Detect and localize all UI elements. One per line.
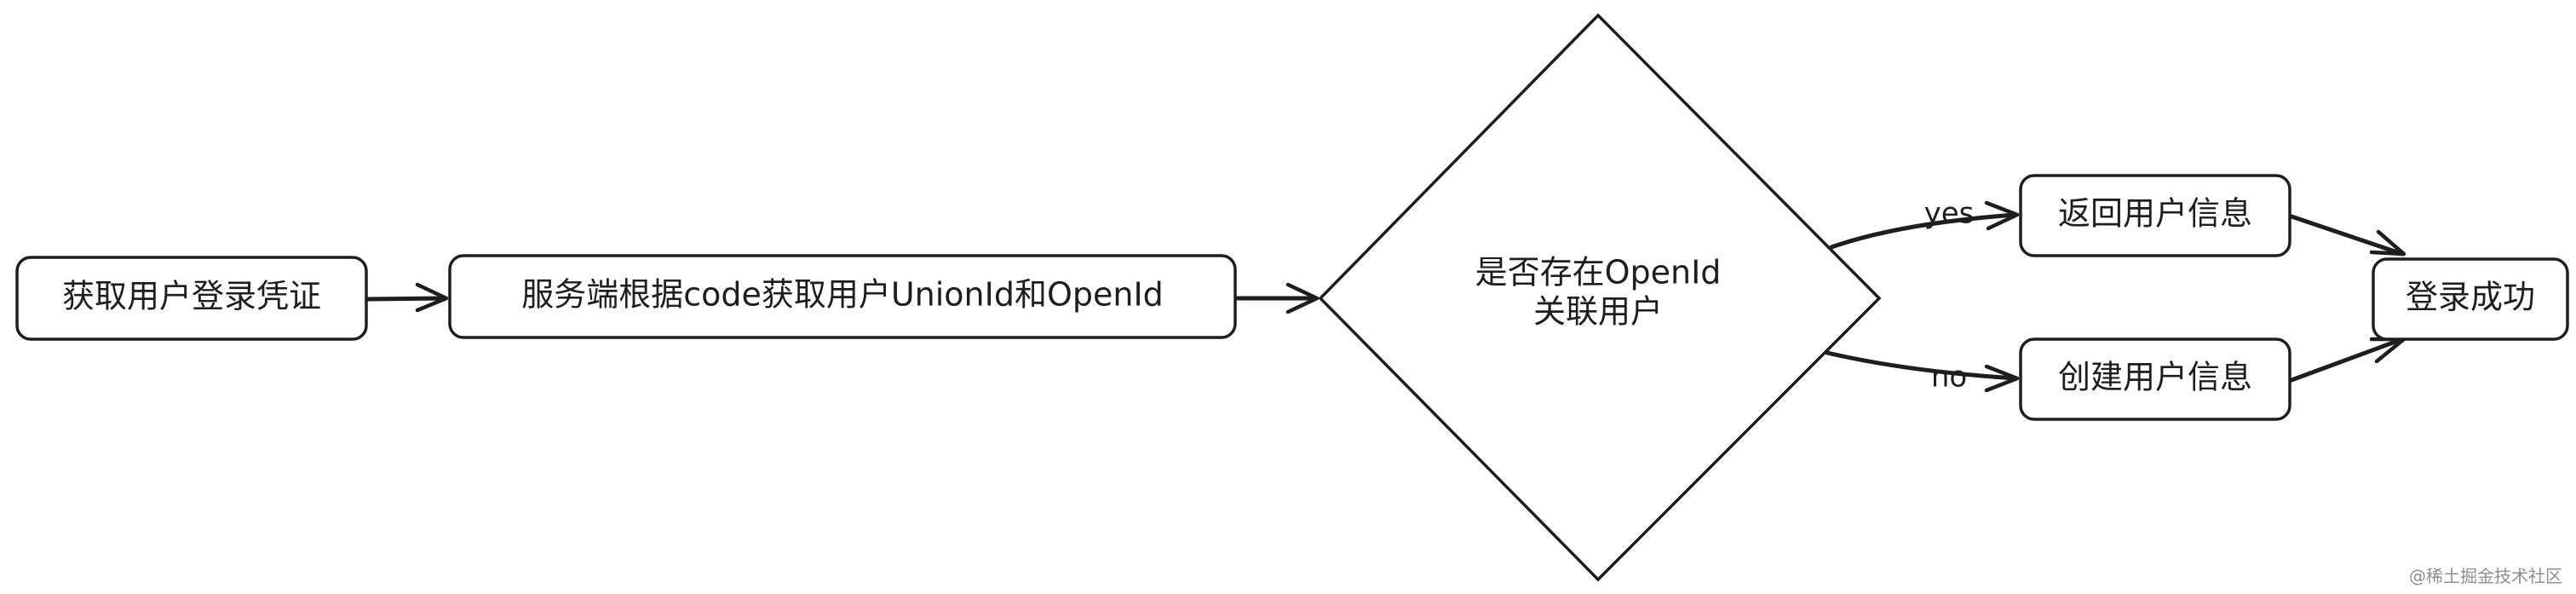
node-login-success-label: 登录成功 [2406, 279, 2535, 316]
arrow-no: no [1825, 350, 2020, 395]
edge-label-yes: yes [1924, 197, 1975, 231]
node-login-success: 登录成功 [2372, 257, 2569, 341]
node-get-credential: 获取用户登录凭证 [15, 256, 368, 341]
node-create-user-label: 创建用户信息 [2058, 359, 2252, 396]
arrow-return-to-success [2289, 214, 2406, 257]
arrow-credential-to-server [365, 282, 449, 313]
arrow-server-to-decision [1234, 282, 1320, 314]
node-return-user: 返回用户信息 [2019, 174, 2291, 257]
node-server-fetch-label: 服务端根据code获取用户UnionId和OpenId [521, 276, 1164, 314]
node-create-user: 创建用户信息 [2019, 337, 2291, 421]
arrow-yes: yes [1829, 197, 2020, 250]
arrow-create-to-success [2289, 337, 2406, 383]
edge-label-no: no [1931, 360, 1967, 395]
node-return-user-label: 返回用户信息 [2058, 195, 2252, 233]
node-server-fetch: 服务端根据code获取用户UnionId和OpenId [448, 254, 1237, 339]
decision-openid-linked: 是否存在OpenId 关联用户 [1318, 13, 1882, 582]
decision-label-line1: 是否存在OpenId [1475, 254, 1722, 291]
watermark: @稀土掘金技术社区 [2409, 566, 2562, 586]
decision-label-line2: 关联用户 [1533, 293, 1663, 331]
node-get-credential-label: 获取用户登录凭证 [62, 278, 321, 315]
